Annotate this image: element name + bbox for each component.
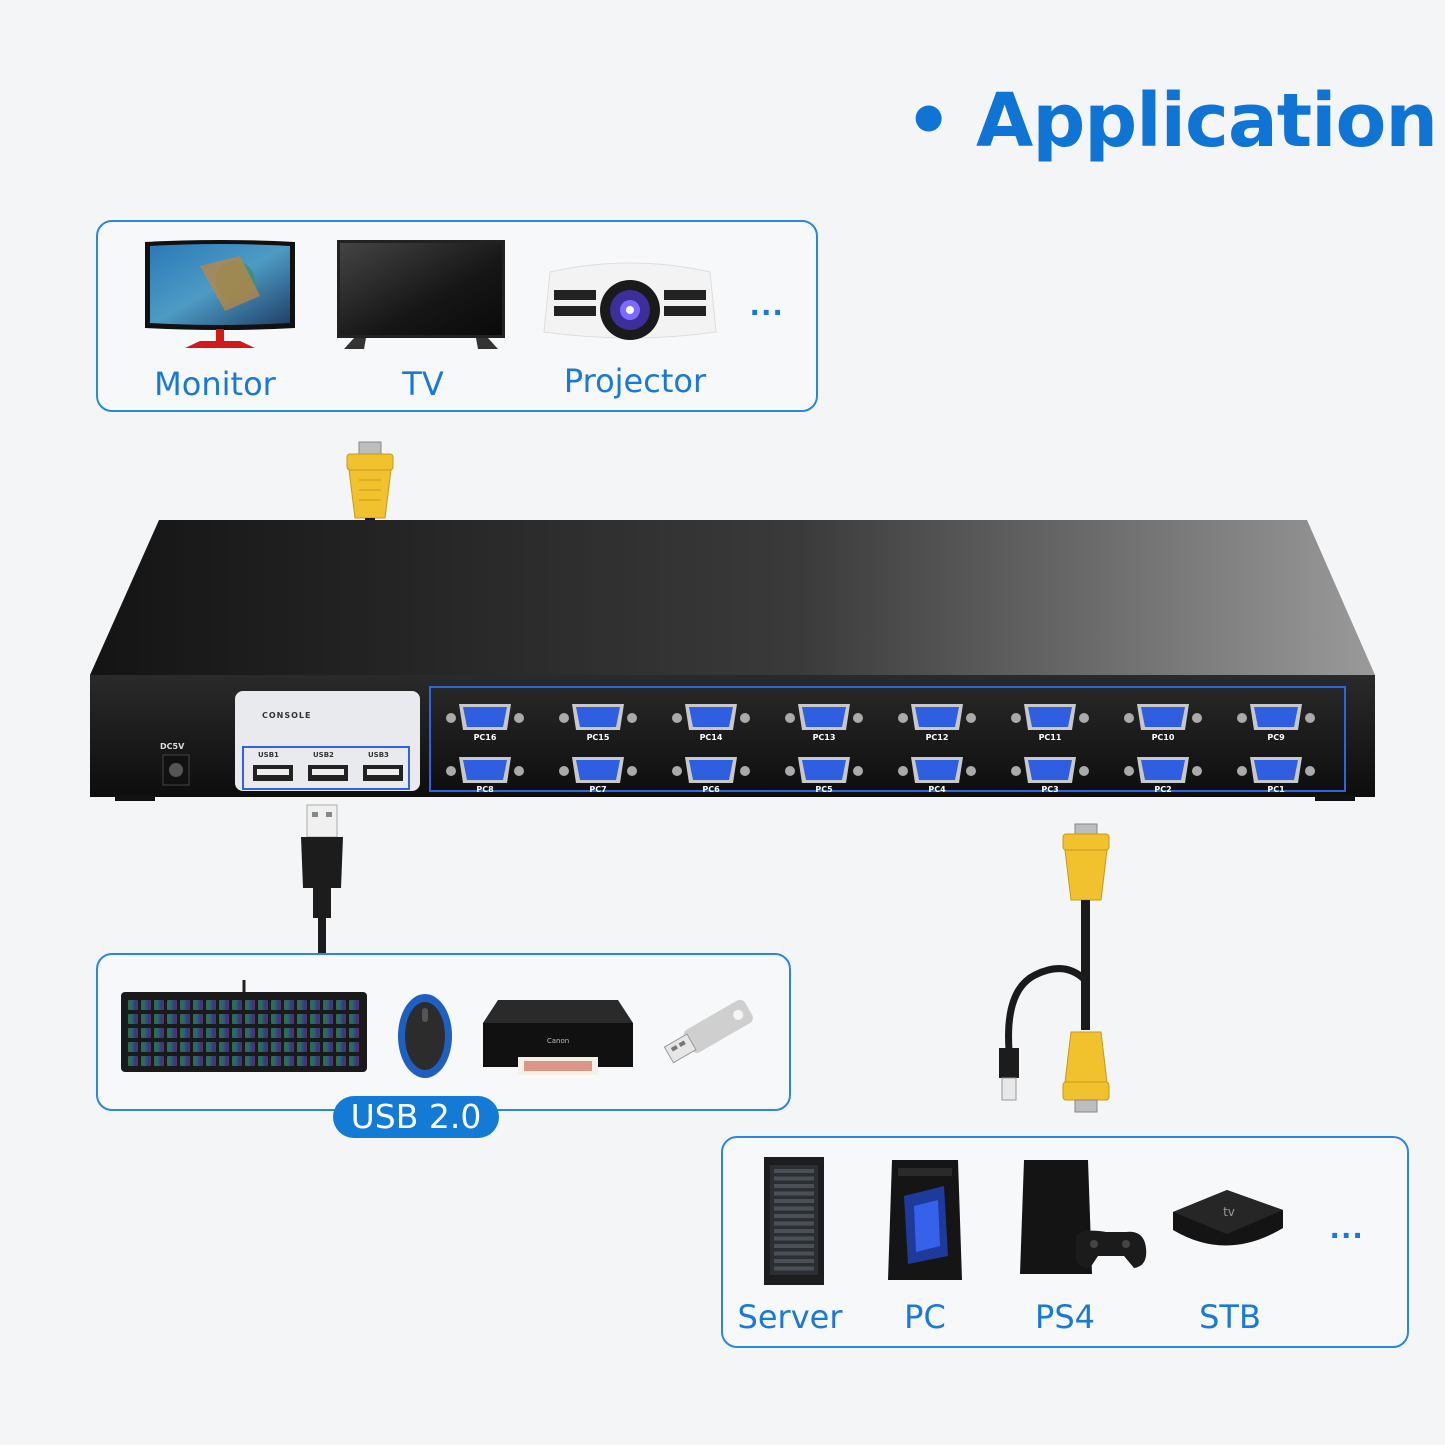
- port-label-bottom: PC5: [815, 785, 833, 794]
- port-label-bottom: PC2: [1154, 785, 1172, 794]
- more-computers-indicator: ...: [1330, 1208, 1365, 1246]
- port-label-top: PC16: [473, 733, 497, 742]
- port-label-top: PC12: [925, 733, 949, 742]
- server-label: Server: [737, 1298, 843, 1336]
- port-label-top: PC13: [812, 733, 836, 742]
- ps4-label: PS4: [1035, 1298, 1095, 1336]
- usb-port-3-label: USB3: [368, 751, 389, 759]
- svg-text:tv: tv: [1223, 1205, 1235, 1219]
- more-displays-indicator: ...: [750, 285, 785, 323]
- port-label-bottom: PC7: [589, 785, 607, 794]
- vga-usb-cable-right: [999, 823, 1110, 1113]
- keyboard-icon: [121, 980, 367, 1072]
- projector-icon: [543, 262, 717, 340]
- pc-label: PC: [904, 1298, 946, 1336]
- server-icon: [764, 1157, 824, 1285]
- printer-icon: Canon: [483, 1000, 633, 1075]
- page-title: • Application: [905, 78, 1438, 164]
- monitor-label: Monitor: [154, 365, 276, 403]
- port-label-top: PC10: [1151, 733, 1175, 742]
- port-label-bottom: PC3: [1041, 785, 1059, 794]
- monitor-icon: [145, 240, 295, 348]
- power-label: DC5V: [160, 742, 185, 751]
- port-label-bottom: PC1: [1267, 785, 1285, 794]
- port-label-bottom: PC8: [476, 785, 494, 794]
- usb-drive-icon: [663, 999, 753, 1064]
- ps4-icon: [1020, 1160, 1147, 1274]
- port-label-top: PC9: [1267, 733, 1285, 742]
- svg-text:Canon: Canon: [547, 1037, 569, 1045]
- projector-label: Projector: [563, 362, 707, 400]
- kvm-switch: [90, 520, 1375, 801]
- usb-port-1-label: USB1: [258, 751, 279, 759]
- port-label-top: PC14: [699, 733, 723, 742]
- tv-label: TV: [402, 365, 444, 403]
- tv-icon: [337, 240, 505, 349]
- port-label-top: PC15: [586, 733, 610, 742]
- apple-tv-icon: tv: [1173, 1190, 1283, 1246]
- pc-tower-icon: [888, 1160, 962, 1280]
- port-label-bottom: PC6: [702, 785, 720, 794]
- mouse-icon: [398, 994, 452, 1078]
- stb-label: STB: [1199, 1298, 1261, 1336]
- port-label-bottom: PC4: [928, 785, 946, 794]
- usb-cable: [301, 804, 343, 953]
- usb-version-badge: USB 2.0: [333, 1096, 499, 1138]
- console-label: CONSOLE: [262, 711, 312, 720]
- port-label-top: PC11: [1038, 733, 1062, 742]
- usb-port-2-label: USB2: [313, 751, 334, 759]
